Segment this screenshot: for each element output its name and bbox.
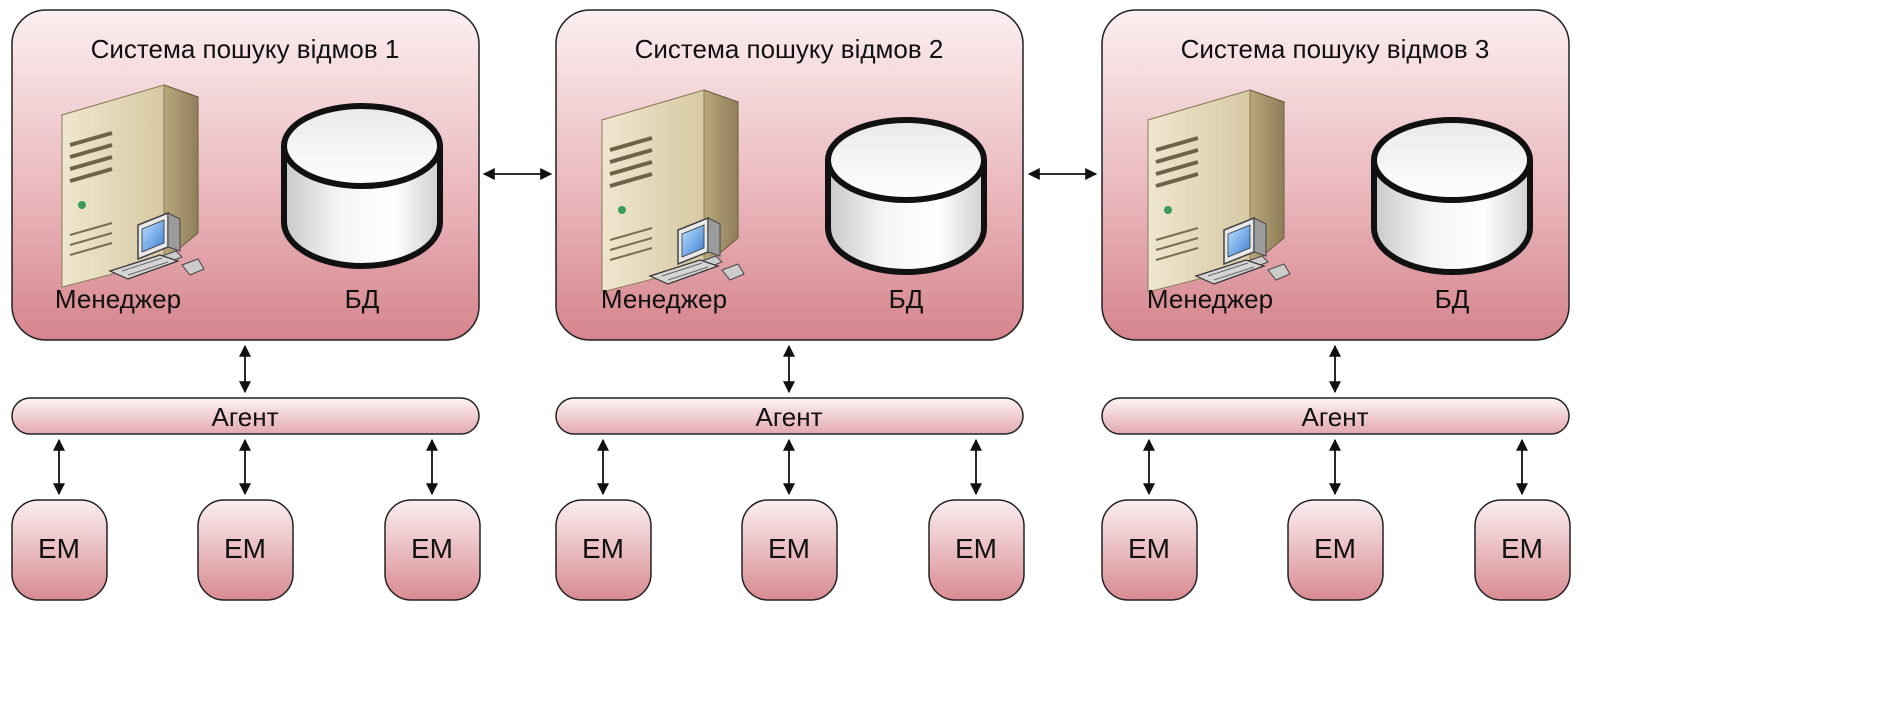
system-3-agent-label: Агент bbox=[1302, 402, 1369, 432]
system-3-em-2-box bbox=[1287, 499, 1384, 601]
system-2: Система пошуку відмов 2 Менеджер bbox=[555, 9, 1025, 601]
system-2-em-1-box bbox=[555, 499, 652, 601]
database-cylinder-icon bbox=[281, 103, 443, 269]
system-1-manager-label: Менеджер bbox=[55, 284, 181, 314]
system-1-em-2-label: ЕМ bbox=[224, 533, 266, 564]
system-1-agent-bar bbox=[11, 397, 480, 435]
system-3: Система пошуку відмов 3 Менеджер bbox=[1101, 9, 1571, 601]
system-1-em-3-box bbox=[384, 499, 481, 601]
system-3-db-label: БД bbox=[1435, 284, 1470, 314]
system-3-em-1-box bbox=[1101, 499, 1198, 601]
system-2-manager-label: Менеджер bbox=[601, 284, 727, 314]
system-1-db-label: БД bbox=[345, 284, 380, 314]
database-cylinder-icon bbox=[825, 117, 987, 275]
system-3-manager-label: Менеджер bbox=[1147, 284, 1273, 314]
system-3-agent-bar bbox=[1101, 397, 1570, 435]
system-2-agent-bar bbox=[555, 397, 1024, 435]
system-2-em-3-box bbox=[928, 499, 1025, 601]
system-3-em-3-label: ЕМ bbox=[1501, 533, 1543, 564]
system-1: Система пошуку відмов 1 Менеджер bbox=[11, 9, 481, 601]
system-3-title: Система пошуку відмов 3 bbox=[1181, 34, 1490, 64]
system-1-em-1-box bbox=[11, 499, 108, 601]
system-3-em-1-label: ЕМ bbox=[1128, 533, 1170, 564]
system-1-agent-label: Агент bbox=[212, 402, 279, 432]
system-1-title: Система пошуку відмов 1 bbox=[91, 34, 400, 64]
system-1-em-3-label: ЕМ bbox=[411, 533, 453, 564]
system-1-em-1-label: ЕМ bbox=[38, 533, 80, 564]
system-2-title: Система пошуку відмов 2 bbox=[635, 34, 944, 64]
server-computer-icon bbox=[600, 89, 745, 293]
system-2-em-3-label: ЕМ bbox=[955, 533, 997, 564]
system-2-em-2-box bbox=[741, 499, 838, 601]
database-cylinder-icon bbox=[1371, 117, 1533, 275]
system-2-em-2-label: ЕМ bbox=[768, 533, 810, 564]
system-3-em-3-box bbox=[1474, 499, 1571, 601]
system-2-agent-label: Агент bbox=[756, 402, 823, 432]
system-3-em-2-label: ЕМ bbox=[1314, 533, 1356, 564]
system-1-em-2-box bbox=[197, 499, 294, 601]
server-computer-icon bbox=[1146, 89, 1291, 293]
server-computer-icon bbox=[60, 84, 205, 288]
system-2-db-label: БД bbox=[889, 284, 924, 314]
system-2-em-1-label: ЕМ bbox=[582, 533, 624, 564]
